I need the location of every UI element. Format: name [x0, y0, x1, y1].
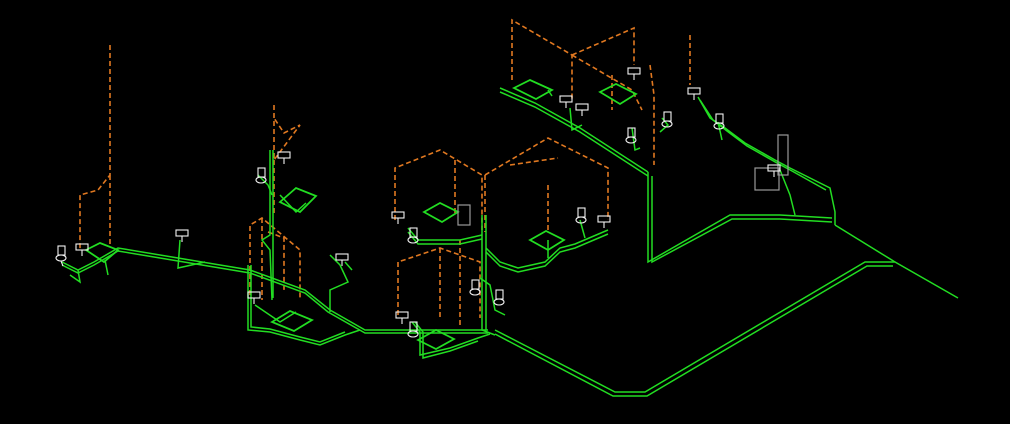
stack-icon: [457, 204, 471, 226]
drain-stack-center: [481, 215, 496, 336]
sink-icon: [575, 103, 589, 116]
stack-icon: [754, 167, 780, 191]
drain-branch-g2: [344, 261, 353, 271]
fixture-group: [55, 67, 781, 338]
drain-branch-p: [834, 224, 896, 263]
drain-main-lower: [494, 261, 959, 393]
floor-drain-icon: [278, 186, 318, 214]
drain-branch-l: [479, 277, 506, 316]
drain-branch-f: [254, 304, 297, 323]
sink-icon: [597, 215, 611, 228]
drain-upper-diagonal-b: [499, 91, 649, 177]
vent-line-19: [571, 54, 643, 111]
vent-line-3: [273, 105, 301, 163]
floor-drain-icon: [598, 82, 638, 106]
floor-drain-icon: [528, 229, 566, 252]
toilet-icon: [625, 127, 637, 144]
drain-riser-1: [260, 150, 273, 301]
drain-branch-r: [631, 127, 641, 152]
sink-icon: [767, 164, 781, 177]
sink-icon: [627, 67, 641, 80]
vent-line-10: [484, 137, 609, 220]
drain-branch-i2: [485, 233, 609, 273]
drain-branch-o: [779, 169, 796, 216]
toilet-icon: [407, 321, 419, 338]
sink-icon: [175, 229, 189, 242]
drain-main-left-b: [61, 250, 488, 334]
drain-upper-diagonal: [499, 87, 649, 173]
vent-line-13: [509, 157, 559, 166]
drain-riser-right-b: [651, 176, 833, 264]
sink-icon: [687, 87, 701, 100]
drain-branch-n: [697, 96, 836, 225]
drain-branch-b: [104, 259, 109, 276]
toilet-icon: [55, 245, 67, 267]
floor-drain-icon: [270, 309, 314, 333]
vent-line-1: [79, 45, 111, 250]
drain-riser-right: [647, 172, 833, 264]
drain-branch-g: [329, 254, 350, 312]
floor-drain-icon: [416, 328, 456, 351]
drain-branch-e: [279, 194, 307, 214]
sink-icon: [247, 291, 261, 304]
toilet-icon: [407, 227, 419, 244]
vent-line-20: [649, 64, 655, 165]
sink-icon: [395, 311, 409, 324]
drain-branch-a: [69, 269, 82, 284]
vent-line-7: [267, 231, 285, 290]
toilet-icon: [493, 289, 505, 306]
vent-line-17: [511, 18, 573, 100]
toilet-icon: [713, 113, 725, 130]
floor-drain-icon: [511, 79, 554, 101]
vent-line-14: [397, 247, 481, 318]
drain-branch-q: [569, 107, 583, 132]
floor-drain-icon: [422, 201, 460, 224]
sink-icon: [559, 95, 573, 108]
drain-branch-m2: [414, 321, 479, 359]
floor-drain-group: [84, 79, 638, 351]
toilet-icon: [255, 167, 267, 184]
toilet-icon: [469, 279, 481, 296]
floor-drain-icon: [84, 242, 120, 264]
drain-branch-d: [257, 174, 273, 196]
drain-branch-h2: [407, 231, 483, 245]
stack-icon: [777, 134, 789, 176]
drain-branch-c: [177, 239, 206, 269]
stack-group: [457, 134, 789, 226]
vent-line-18: [571, 26, 635, 65]
drain-branch-h: [407, 227, 483, 241]
sink-icon: [277, 151, 291, 164]
drain-loop-1: [247, 265, 361, 346]
drain-branch-t: [717, 121, 723, 141]
sink-icon: [391, 211, 405, 224]
drain-main-lower-b: [494, 265, 893, 397]
drain-branch-n2: [699, 99, 827, 191]
vent-pipe-network: [79, 18, 691, 325]
drain-branch-i: [485, 229, 609, 269]
sink-icon: [335, 253, 349, 266]
vent-line-8: [394, 149, 483, 230]
drain-branch-m: [411, 321, 491, 356]
drain-main-left: [61, 247, 488, 331]
drain-pipe-network: [61, 87, 959, 397]
toilet-icon: [661, 111, 673, 128]
drain-loop-1b: [250, 265, 346, 343]
toilet-icon: [575, 207, 587, 224]
sink-icon: [75, 243, 89, 256]
